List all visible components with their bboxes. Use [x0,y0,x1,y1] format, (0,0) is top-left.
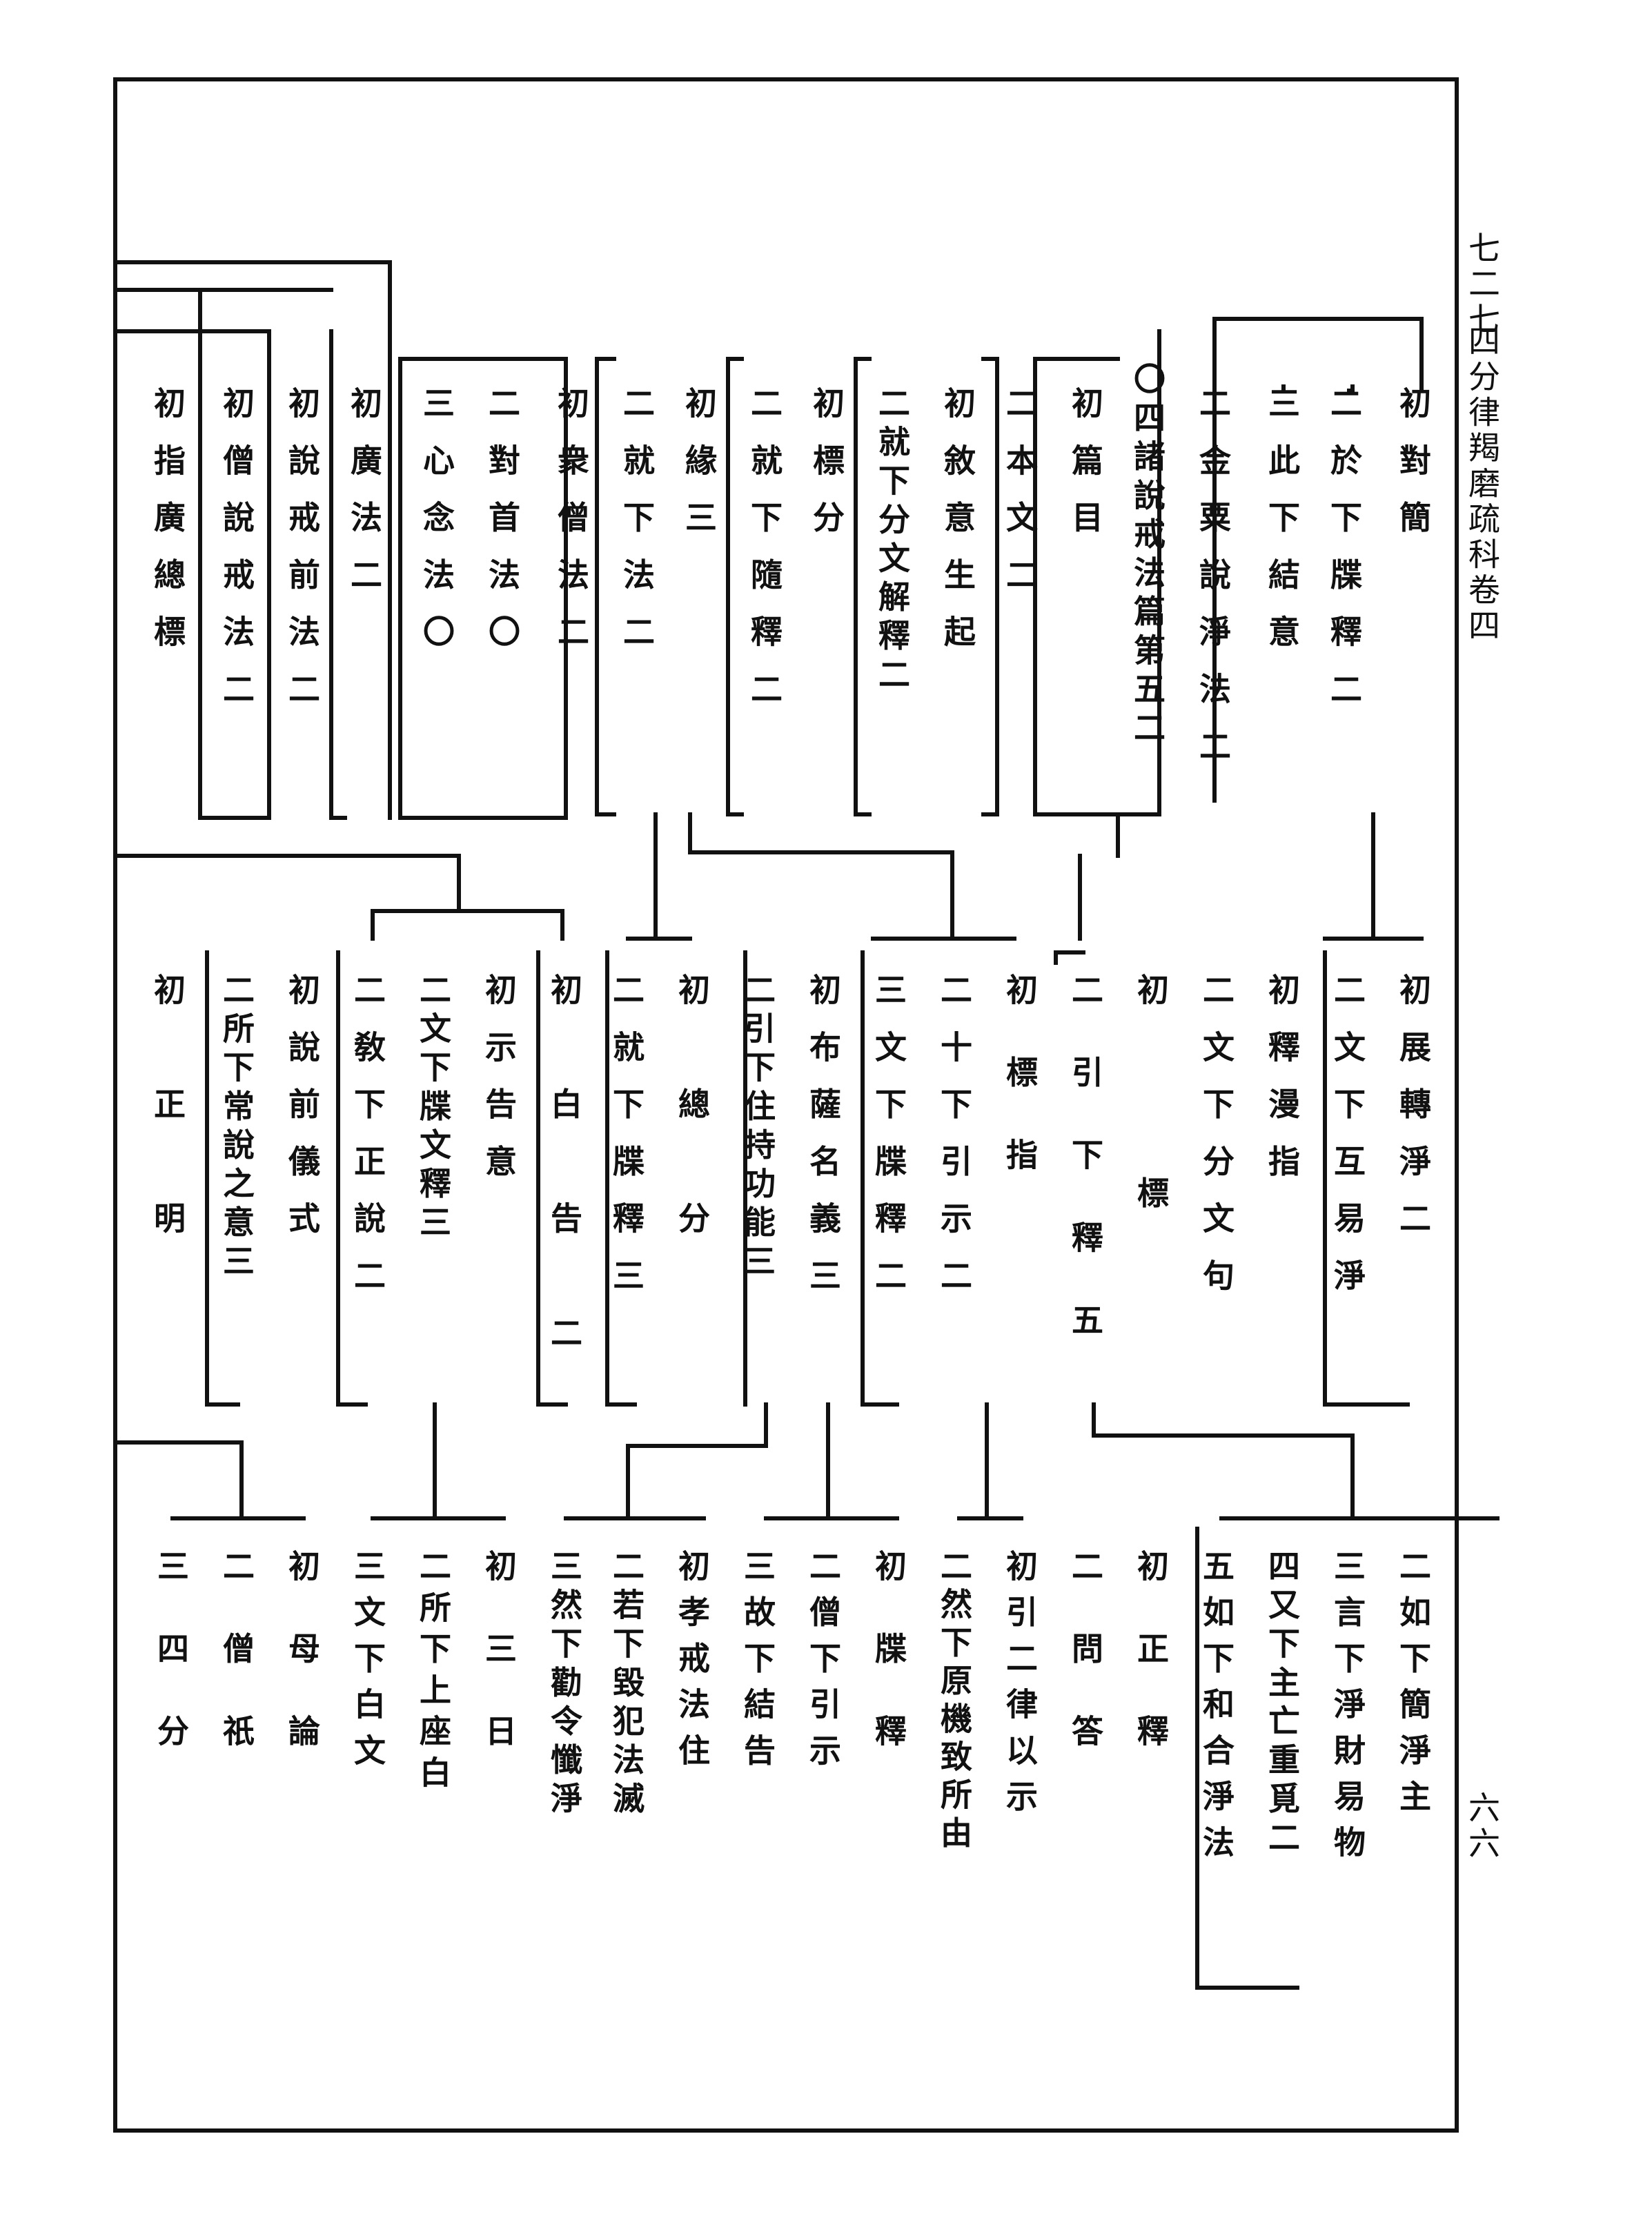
heading-item: 二十下引示二 [936,973,973,1316]
heading-item: 初釋漫指 [1263,973,1301,1202]
heading-item: 二所下上座白 [415,1549,452,1797]
page-frame [113,77,1459,2133]
heading-item: 二敎下正說二 [349,973,386,1316]
heading-item: 初孝戒法住 [673,1549,711,1780]
heading-item: 初布薩名義三 [805,973,842,1316]
heading-item: 二文下牒文釋三 [415,973,452,1244]
heading-item: 初指廣總標 [149,386,186,672]
heading-item: 三然下勸令懺淨 [546,1549,583,1821]
heading-item: 二引下住持功能三 [739,973,776,1283]
heading-item: 初緣三 [680,386,718,558]
heading-item: 初標指 [1001,973,1039,1221]
heading-item: 二金粟說淨法二 [1194,386,1232,787]
heading-item: 初說前儀式 [284,973,321,1259]
heading-item: 初標 [1132,973,1170,1380]
heading-item: 初三日 [480,1549,518,1797]
heading-item: 二僧祇 [218,1549,255,1797]
heading-item: 三四分 [153,1549,190,1797]
book-title: 四分律羯磨疏科卷四 [1464,324,1501,645]
heading-item: 初衆僧法二 [553,386,590,672]
heading-item: 二文下互易淨 [1329,973,1366,1316]
heading-item: 三言下淨財易物 [1329,1549,1366,1872]
heading-item: 初引二律以示 [1001,1549,1039,1826]
heading-item: 三此下結意 [1263,386,1301,672]
heading-item: 初正釋 [1132,1549,1170,1797]
heading-item: 初展轉淨二 [1395,973,1432,1259]
heading-item: 二然下原機致所由 [936,1549,973,1854]
heading-item: 二就下法二 [618,386,656,672]
heading-item: 初說戒前法二 [284,386,321,730]
heading-item: 初廣法二 [346,386,383,616]
heading-item: 三故下結告 [739,1549,776,1780]
heading-item: 初牒釋 [870,1549,907,1797]
heading-item: 二僧下引示 [805,1549,842,1780]
heading-item: 初總分 [673,973,711,1316]
heading-item: 二如下簡淨主 [1395,1549,1432,1826]
heading-item: 〇四諸說戒法篇第五二 [1129,362,1166,750]
heading-item: 初僧說戒法二 [218,386,255,730]
heading-item: 初標分 [808,386,845,558]
heading-item: 初母論 [284,1549,321,1797]
heading-item: 三文下白文 [349,1549,386,1780]
heading-item: 初正明 [149,973,186,1316]
heading-item: 二所下常說之意三 [218,973,255,1283]
heading-item: 初敘意生起 [939,386,976,672]
page-number: 六六 [1464,1791,1501,1863]
page-side-label: 七二七 [1464,231,1501,338]
heading-item: 三文下牒釋二 [870,973,907,1316]
heading-item: 初對簡 [1395,386,1432,558]
heading-item: 初白告二 [546,973,583,1431]
heading-item: 二就下隨釋二 [746,386,783,730]
heading-item: 初示告意 [480,973,518,1202]
heading-item: 二對首法〇 [484,386,521,672]
heading-item: 二就下牒釋三 [608,973,645,1316]
heading-item: 初篇目 [1067,386,1104,558]
heading-item: 四又下主亡重覓二 [1263,1549,1301,1859]
heading-item: 二文下分文句 [1198,973,1235,1316]
heading-item: 二就下分文解釋二 [874,386,911,696]
heading-item: 二問答 [1067,1549,1104,1797]
heading-item: 二於下牒釋二 [1326,386,1363,730]
heading-item: 二若下毀犯法滅 [608,1549,645,1821]
heading-item: 五如下和合淨法 [1198,1549,1235,1872]
heading-item: 二本文二 [1001,386,1039,616]
heading-item: 二引下釋五 [1067,973,1104,1386]
heading-item: 三心念法〇 [418,386,455,672]
